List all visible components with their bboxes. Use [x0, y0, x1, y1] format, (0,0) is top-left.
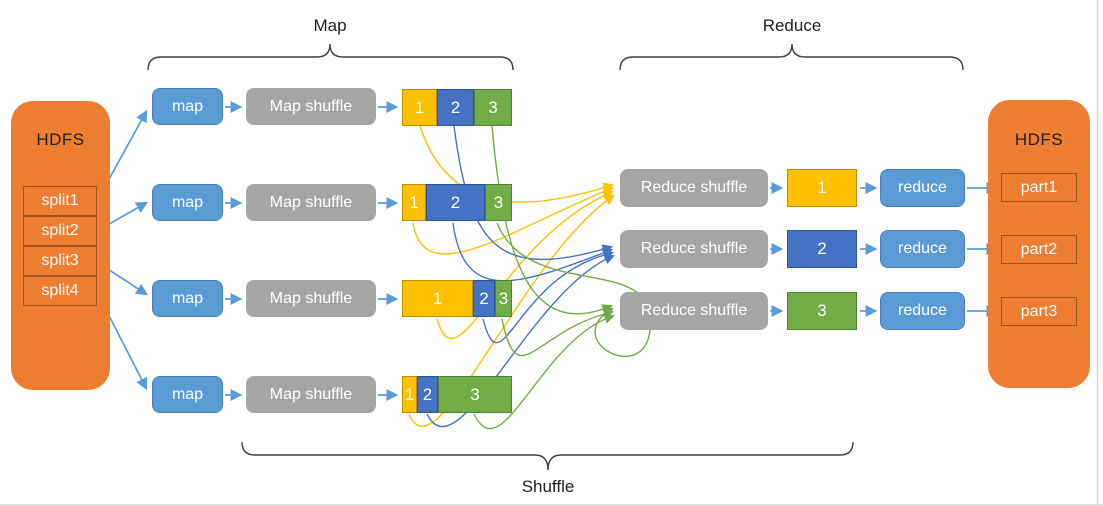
map-shuffle-box: Map shuffle — [246, 280, 376, 317]
map-task: map — [152, 376, 223, 413]
partition-segment: 1 — [402, 376, 417, 413]
hdfs-input-store: HDFS split1 split2 split3 split4 — [11, 101, 110, 390]
reduce-task: reduce — [880, 169, 965, 207]
merged-partition: 3 — [787, 292, 857, 330]
hdfs-output-title: HDFS — [1014, 130, 1064, 149]
reduce-phase-label: Reduce — [762, 16, 822, 35]
partition-segment: 2 — [437, 89, 474, 126]
input-split: split1 — [23, 186, 97, 216]
map-shuffle-box: Map shuffle — [246, 88, 376, 125]
partition-segment: 3 — [495, 280, 512, 317]
output-part: part3 — [1001, 297, 1077, 326]
hdfs-output-store: HDFS part1 part2 part3 — [988, 100, 1090, 388]
partition-segment: 3 — [474, 89, 512, 126]
partition-segment: 2 — [417, 376, 438, 413]
merged-partition: 2 — [787, 230, 857, 268]
partition-segment: 3 — [485, 184, 512, 221]
map-output-partitions: 1 2 3 — [402, 184, 512, 221]
map-task: map — [152, 280, 223, 317]
merged-partition: 1 — [787, 169, 857, 207]
map-output-partitions: 1 2 3 — [402, 280, 512, 317]
map-shuffle-box: Map shuffle — [246, 376, 376, 413]
map-phase-label: Map — [313, 16, 347, 35]
shuffle-brace — [241, 441, 854, 471]
reduce-shuffle-box: Reduce shuffle — [620, 169, 768, 207]
map-task: map — [152, 88, 223, 125]
map-task: map — [152, 184, 223, 221]
map-output-partitions: 1 2 3 — [402, 89, 512, 126]
reduce-task: reduce — [880, 230, 965, 268]
output-part: part2 — [1001, 235, 1077, 264]
map-shuffle-box: Map shuffle — [246, 184, 376, 221]
map-output-partitions: 1 2 3 — [402, 376, 512, 413]
flow-arrows — [96, 101, 999, 401]
braces — [147, 43, 964, 471]
input-split: split3 — [23, 246, 97, 276]
reduce-shuffle-box: Reduce shuffle — [620, 292, 768, 330]
hdfs-input-title: HDFS — [36, 130, 85, 149]
partition-segment: 2 — [473, 280, 495, 317]
partition-segment: 1 — [402, 89, 437, 126]
partition-segment: 1 — [402, 280, 473, 317]
reduce-brace — [619, 43, 964, 71]
partition-segment: 1 — [402, 184, 426, 221]
input-split: split4 — [23, 276, 97, 306]
reduce-task: reduce — [880, 292, 965, 330]
shuffle-phase-label: Shuffle — [521, 477, 575, 496]
reduce-shuffle-box: Reduce shuffle — [620, 230, 768, 268]
map-brace — [147, 43, 514, 71]
output-part: part1 — [1001, 173, 1077, 202]
input-split: split2 — [23, 216, 97, 246]
partition-segment: 3 — [438, 376, 512, 413]
partition-segment: 2 — [426, 184, 485, 221]
